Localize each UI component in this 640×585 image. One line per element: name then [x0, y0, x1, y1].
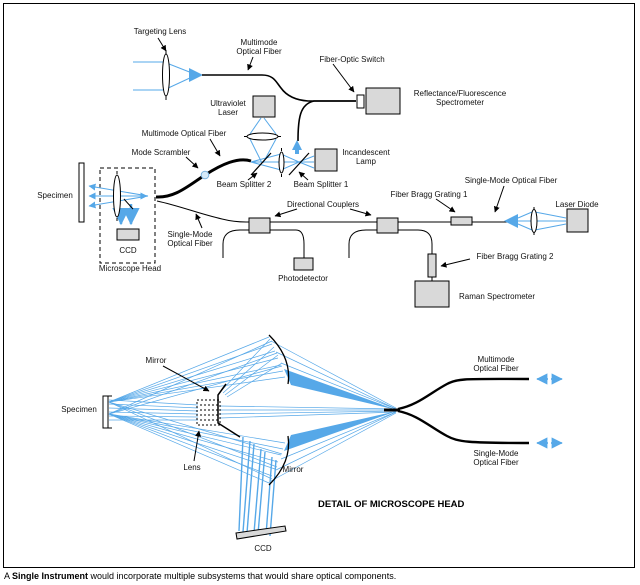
- ultraviolet-laser-box: [252, 95, 276, 118]
- ccd-top-box: [116, 228, 140, 241]
- figure-caption: A Single Instrument would incorporate mu…: [4, 571, 397, 581]
- ccd-bottom-slab: [235, 525, 287, 540]
- mode-scrambler: [200, 170, 210, 180]
- label-arrows-lower: [162, 365, 210, 462]
- directional-coupler-1: [248, 217, 271, 234]
- fiber-optic-switch: [356, 94, 365, 109]
- laser-diode-beams: [504, 211, 567, 231]
- specimen-bottom-slide: [102, 395, 109, 429]
- raman-spectrometer-box: [414, 280, 450, 308]
- label-beam-splitter-2: Beam Splitter 2: [216, 180, 272, 189]
- beam-splitter-2: [250, 152, 272, 176]
- label-ccd-bottom: CCD: [254, 544, 272, 553]
- objective-lens: [113, 171, 134, 221]
- laser-diode-lens: [530, 207, 538, 235]
- label-mirror-upper: Mirror: [145, 356, 167, 365]
- label-targeting-lens: Targeting Lens: [133, 27, 187, 36]
- label-laser-diode: Laser Diode: [555, 200, 599, 209]
- coupler2-lower-path: [348, 229, 433, 258]
- single-mode-fiber-left-path: [156, 200, 247, 223]
- directional-coupler-2: [376, 217, 399, 234]
- label-directional-couplers: Directional Couplers: [286, 200, 360, 209]
- label-arrows-upper: [157, 37, 505, 268]
- fiber-bragg-grating-1-box: [450, 216, 473, 226]
- ray-fans: [108, 336, 397, 537]
- laser-diode-box: [566, 208, 589, 233]
- fiber-bs1-to-switch: [297, 100, 356, 142]
- label-single-mode-fiber-right: Single-Mode Optical Fiber: [464, 176, 558, 185]
- converging-beam-upper: [284, 369, 397, 410]
- label-fiber-optic-switch: Fiber-Optic Switch: [319, 55, 385, 64]
- curved-mirror-upper: [268, 334, 290, 385]
- targeting-lens: [162, 50, 170, 100]
- lens-assembly: [196, 399, 221, 426]
- label-raman-spectrometer: Raman Spectrometer: [458, 292, 536, 301]
- relay-lens: [278, 148, 285, 177]
- label-mirror-lower: Mirror: [282, 465, 304, 474]
- specimen-top-slide: [78, 162, 85, 223]
- fiber-bragg-grating-2-box: [427, 253, 437, 278]
- label-specimen-top: Specimen: [37, 191, 73, 200]
- curved-mirror-lower: [268, 435, 290, 486]
- multimode-fiber-top: [202, 74, 356, 102]
- bidirectional-light-arrows: [536, 373, 563, 449]
- converging-beam-lower: [284, 411, 397, 451]
- detail-title: DETAIL OF MICROSCOPE HEAD: [318, 499, 465, 510]
- figure-border: [3, 3, 635, 568]
- label-microscope-head: Microscope Head: [98, 264, 162, 273]
- label-photodetector: Photodetector: [278, 274, 328, 283]
- label-lens-bottom: Lens: [183, 463, 201, 472]
- coupler1-lower-path: [222, 229, 305, 258]
- incandescent-lamp-box: [314, 148, 338, 172]
- fiber-junction: [384, 377, 530, 445]
- uv-collimating-lens: [244, 132, 281, 141]
- label-ccd-top: CCD: [119, 246, 137, 255]
- microscope-head-outline: [99, 167, 156, 264]
- label-fiber-bragg-grating-1: Fiber Bragg Grating 1: [390, 190, 468, 199]
- label-fiber-bragg-grating-2: Fiber Bragg Grating 2: [476, 252, 554, 261]
- fold-mirror: [217, 383, 241, 438]
- label-specimen-bottom: Specimen: [61, 405, 97, 414]
- label-mode-scrambler: Mode Scrambler: [131, 148, 191, 157]
- label-beam-splitter-1: Beam Splitter 1: [293, 180, 349, 189]
- photodetector-box: [293, 257, 314, 271]
- reflectance-spectrometer-box: [365, 87, 401, 115]
- label-multimode-fiber-mid: Multimode Optical Fiber: [141, 129, 227, 138]
- beam-splitter-1: [288, 152, 310, 176]
